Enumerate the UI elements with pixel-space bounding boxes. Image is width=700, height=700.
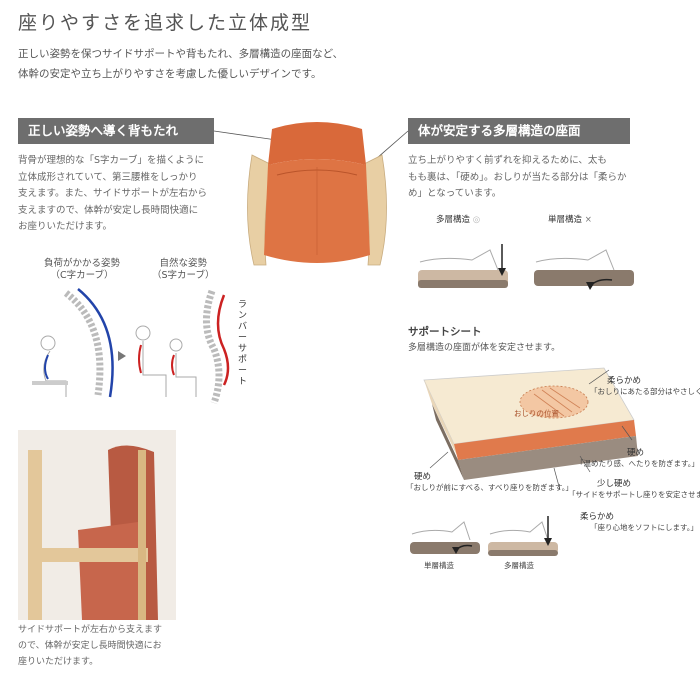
right-heading: 体が安定する多層構造の座面: [408, 118, 630, 144]
soft-bottom-label: 柔らかめ: [580, 512, 615, 522]
mid-soft-note: 「サイドをサポートし座りを安定させます。」: [568, 490, 700, 499]
posture-bad-caption: 負荷がかかる姿勢 （C字カーブ）: [44, 258, 121, 281]
chair-illustration: [247, 122, 387, 266]
lumbar-support-label: ランバーサポート: [238, 300, 248, 387]
cushion-diagram: [423, 367, 638, 491]
circle-icon: ◎: [472, 215, 481, 225]
left-heading: 正しい姿勢へ導く背もたれ: [18, 118, 214, 144]
photo-caption: サイドサポートが左右から支えます ので、体幹が安定し長時間快適にお 座りいただけ…: [18, 625, 163, 667]
mid-soft-label: 少し硬め: [597, 479, 632, 489]
hard-right-note: 「温めたり感、へたりを防ぎます。」: [576, 459, 699, 468]
single-caption: 単層構造: [424, 561, 454, 570]
multi-layer-label: 多層構造 ◎: [436, 215, 481, 225]
multi-caption: 多層構造: [504, 561, 534, 570]
hard-left-label: 硬め: [414, 472, 432, 482]
posture-good-caption: 自然な姿勢 （S字カーブ）: [152, 258, 215, 281]
bottom-comparison: [410, 516, 558, 556]
single-layer-label: 単層構造 ×: [548, 215, 592, 225]
soft-top-note: 「おしりにあたる部分はやさしく。」: [590, 387, 700, 396]
posture-illustration: [32, 288, 230, 405]
hard-left-note: 「おしりが前にすべる、すべり座りを防ぎます。」: [406, 483, 574, 492]
layer-comparison: [418, 244, 634, 290]
lead-text: 正しい姿勢を保つサイドサポートや背もたれ、多層構造の座面など、 体幹の安定や立ち…: [18, 48, 344, 80]
page-title: 座りやすさを追求した立体成型: [18, 12, 313, 34]
hard-right-label: 硬め: [627, 448, 645, 458]
chair-photo: [18, 430, 176, 620]
hip-position-label: おしりの位置: [514, 409, 559, 418]
cross-icon: ×: [584, 215, 592, 225]
soft-bottom-note: 「座り心地をソフトにします。」: [590, 523, 698, 532]
left-body: 背骨が理想的な「S字カーブ」を描くように 立体成形されていて、第三腰椎をしっかり…: [18, 155, 208, 232]
soft-top-label: 柔らかめ: [607, 376, 642, 386]
support-body: 多層構造の座面が体を安定させます。: [408, 343, 561, 353]
right-body: 立ち上がりやすく前ずれを抑えるために、太も もも裏は、「硬め」。おしりが当たる部…: [408, 155, 627, 199]
support-title: サポートシート: [408, 326, 482, 338]
